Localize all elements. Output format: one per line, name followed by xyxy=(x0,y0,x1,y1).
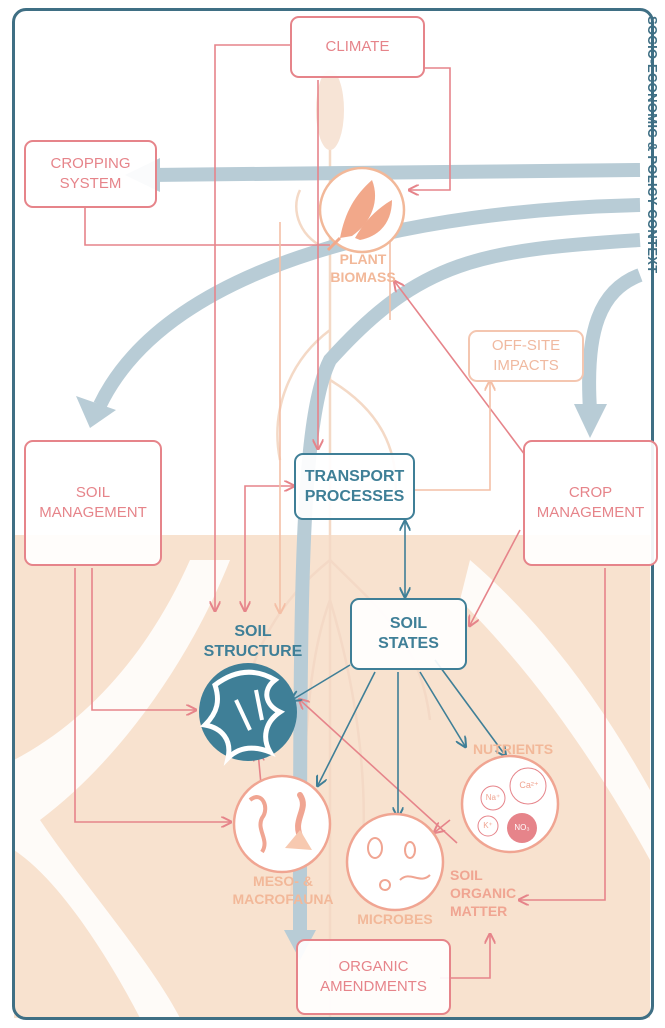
earthworm-mite-icon xyxy=(232,774,332,874)
nutrient-ions-icon xyxy=(460,754,560,854)
coral-arrows xyxy=(74,44,606,979)
soil-states-box: SOIL STATES xyxy=(350,598,467,670)
soil-pore-icon xyxy=(199,663,297,766)
transport-processes-box: TRANSPORT PROCESSES xyxy=(294,453,415,520)
ion-nitrate: NO₃ xyxy=(514,823,530,832)
microbe-icon xyxy=(345,812,445,912)
plant-biomass-label: PLANT BIOMASS xyxy=(330,251,396,285)
meso-macrofauna-label: MESO- & MACROFAUNA xyxy=(232,873,334,907)
soil-white-band-right xyxy=(460,560,650,860)
soil-organic-matter-label: SOIL ORGANIC MATTER xyxy=(450,867,517,919)
ion-potassium: K⁺ xyxy=(483,821,493,830)
climate-box: CLIMATE xyxy=(290,16,425,78)
ion-calcium: Ca²⁺ xyxy=(519,780,539,790)
blue-arrows xyxy=(292,522,505,816)
microbes-label: MICROBES xyxy=(357,911,433,927)
nutrients-label: NUTRIENTS xyxy=(472,741,554,757)
wheat-ear-icon xyxy=(318,166,406,254)
soil-management-box: SOIL MANAGEMENT xyxy=(24,440,162,566)
cropping-system-box: CROPPING SYSTEM xyxy=(24,140,157,208)
crop-management-box: CROP MANAGEMENT xyxy=(523,440,658,566)
organic-amendments-box: ORGANIC AMENDMENTS xyxy=(296,939,451,1015)
ion-sodium: Na⁺ xyxy=(485,793,501,802)
policy-context-title: SOCIO-ECONOMIC & POLICY CONTEXT xyxy=(645,16,660,274)
soil-structure-label: SOIL STRUCTURE xyxy=(203,623,303,660)
soil-white-band-left xyxy=(14,560,230,1018)
off-site-impacts-box: OFF-SITE IMPACTS xyxy=(468,330,584,382)
